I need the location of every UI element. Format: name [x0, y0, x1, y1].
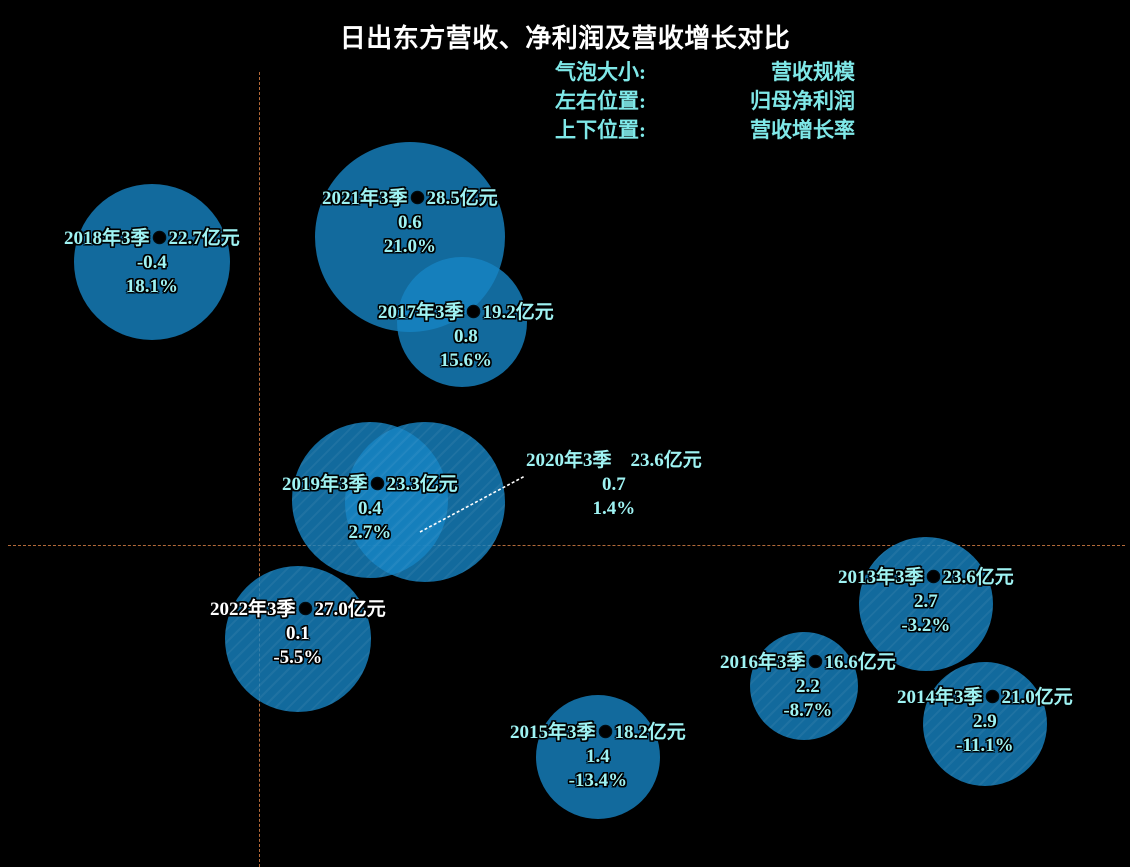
- bubble-revenue-2016: 16.6亿元: [824, 652, 896, 673]
- bubble-2017[interactable]: [397, 257, 527, 387]
- bubble-2018[interactable]: [74, 184, 230, 340]
- bubble-2013[interactable]: [859, 537, 993, 671]
- bubble-revenue-2022: 27.0亿元: [314, 599, 386, 620]
- marker-dot-icon: [371, 478, 383, 489]
- bubble-growth-2019: 2.7%: [348, 522, 392, 543]
- bubble-revenue-2018: 22.7亿元: [168, 228, 240, 249]
- bubble-2016[interactable]: [750, 632, 858, 740]
- marker-dot-icon: [927, 571, 939, 582]
- bubble-period-2021: 2021年3季: [322, 188, 408, 209]
- bubble-revenue-2019: 23.3亿元: [386, 474, 458, 495]
- bubble-profit-2020: 0.7: [602, 474, 626, 495]
- bubble-growth-2014: -11.1%: [956, 735, 1014, 756]
- bubble-growth-2016: -8.7%: [783, 700, 833, 721]
- bubble-period-2019: 2019年3季: [282, 474, 368, 495]
- bubble-profit-2016: 2.2: [796, 676, 820, 697]
- bubble-label-head-2016: 2016年3季 16.6亿元: [720, 651, 896, 675]
- legend-key-x: 左右位置:: [555, 89, 646, 113]
- bubble-profit-2018: -0.4: [136, 252, 167, 273]
- legend-value-size: 营收规模: [771, 60, 855, 84]
- bubble-period-2013: 2013年3季: [838, 567, 924, 588]
- legend-key-size: 气泡大小:: [555, 60, 646, 84]
- bubble-profit-2013: 2.7: [914, 591, 938, 612]
- bubble-label-head-2014: 2014年3季 21.0亿元: [897, 686, 1073, 710]
- bubble-revenue-2014: 21.0亿元: [1001, 687, 1073, 708]
- marker-dot-icon: [411, 192, 423, 203]
- legend: 气泡大小: 营收规模 左右位置: 归母净利润 上下位置: 营收增长率: [555, 58, 855, 145]
- marker-dot-icon: [299, 603, 311, 614]
- bubble-growth-2020: 1.4%: [592, 498, 636, 519]
- bubble-2022[interactable]: [225, 566, 371, 712]
- bubble-period-2015: 2015年3季: [510, 722, 596, 743]
- marker-dot-icon: [986, 691, 998, 702]
- bubble-label-head-2015: 2015年3季 18.2亿元: [510, 721, 686, 745]
- bubble-growth-2015: -13.4%: [568, 770, 628, 791]
- bubble-label-2018: 2018年3季 22.7亿元-0.4 18.1%: [64, 227, 240, 299]
- legend-row-y: 上下位置: 营收增长率: [555, 116, 855, 145]
- bubble-period-2022: 2022年3季: [210, 599, 296, 620]
- marker-dot-icon: [809, 656, 821, 667]
- bubble-period-2017: 2017年3季: [378, 302, 464, 323]
- bubble-growth-2017: 15.6%: [439, 350, 493, 371]
- bubble-profit-2021: 0.6: [398, 212, 422, 233]
- bubble-revenue-2020: 23.6亿元: [630, 450, 702, 471]
- bubble-period-2014: 2014年3季: [897, 687, 983, 708]
- marker-dot-icon: [467, 306, 479, 317]
- bubble-2014[interactable]: [923, 662, 1047, 786]
- bubble-profit-2019: 0.4: [358, 498, 382, 519]
- bubble-growth-2013: -3.2%: [901, 615, 951, 636]
- bubble-label-head-2019: 2019年3季 23.3亿元: [282, 473, 458, 497]
- page-title: 日出东方营收、净利润及营收增长对比: [339, 24, 791, 53]
- bubble-label-head-2021: 2021年3季 28.5亿元: [322, 187, 498, 211]
- marker-dot-icon: [153, 232, 165, 243]
- bubble-growth-2021: 21.0%: [383, 236, 437, 257]
- legend-value-y: 营收增长率: [750, 118, 855, 142]
- bubble-growth-2022: -5.5%: [273, 647, 323, 668]
- x-axis-zero-line: [8, 545, 1125, 546]
- bubble-2015[interactable]: [536, 695, 660, 819]
- bubble-revenue-2013: 23.6亿元: [942, 567, 1014, 588]
- bubble-label-head-2020: 2020年3季 23.6亿元: [526, 449, 702, 473]
- bubble-2020[interactable]: [345, 422, 505, 582]
- bubble-revenue-2017: 19.2亿元: [482, 302, 554, 323]
- bubble-profit-2015: 1.4: [586, 746, 610, 767]
- legend-key-y: 上下位置:: [555, 118, 646, 142]
- marker-dot-icon: [599, 726, 611, 737]
- bubble-label-head-2017: 2017年3季 19.2亿元: [378, 301, 554, 325]
- legend-row-size: 气泡大小: 营收规模: [555, 58, 855, 87]
- legend-value-x: 归母净利润: [750, 89, 855, 113]
- bubble-revenue-2015: 18.2亿元: [614, 722, 686, 743]
- bubble-profit-2017: 0.8: [454, 326, 478, 347]
- bubble-revenue-2021: 28.5亿元: [426, 188, 498, 209]
- bubble-label-head-2018: 2018年3季 22.7亿元: [64, 227, 240, 251]
- bubble-growth-2018: 18.1%: [125, 276, 179, 297]
- bubble-profit-2022: 0.1: [286, 623, 310, 644]
- legend-row-x: 左右位置: 归母净利润: [555, 87, 855, 116]
- bubble-period-2016: 2016年3季: [720, 652, 806, 673]
- bubble-label-head-2022: 2022年3季 27.0亿元: [210, 598, 386, 622]
- bubble-period-2020: 2020年3季: [526, 450, 612, 471]
- y-axis-zero-line: [259, 72, 260, 867]
- bubble-profit-2014: 2.9: [973, 711, 997, 732]
- marker-dot-icon: [615, 454, 627, 465]
- bubble-period-2018: 2018年3季: [64, 228, 150, 249]
- bubble-label-head-2013: 2013年3季 23.6亿元: [838, 566, 1014, 590]
